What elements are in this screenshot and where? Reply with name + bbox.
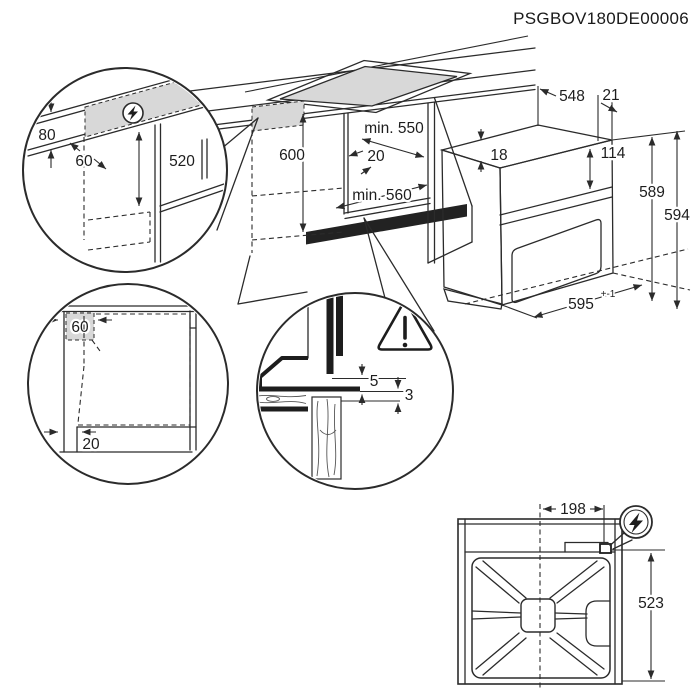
niche-depth-label: min. 550 bbox=[364, 120, 424, 137]
body-height-label: 589 bbox=[639, 184, 665, 201]
top-clearance-label: 18 bbox=[490, 147, 507, 164]
rear-gap-label: 20 bbox=[367, 148, 385, 165]
front-frame-label: 21 bbox=[602, 87, 619, 104]
connection-height-label: 523 bbox=[638, 595, 664, 612]
zone-offset-label: 60 bbox=[75, 153, 93, 170]
lightning-icon bbox=[629, 512, 643, 533]
terminal-box bbox=[599, 543, 612, 554]
connection-offset-label: 198 bbox=[560, 501, 586, 518]
top-gap-label: 5 bbox=[370, 373, 379, 390]
body-depth-label: 548 bbox=[559, 88, 585, 105]
oven-body bbox=[439, 124, 614, 310]
electrical-balloon bbox=[609, 505, 653, 550]
rear-dimensions: 198 523 bbox=[543, 499, 666, 682]
niche-height-label: 600 bbox=[279, 147, 305, 164]
detail-circle-electrical-zone: 80 60 520 bbox=[22, 67, 228, 273]
plinth-gap-strip bbox=[306, 204, 467, 245]
niche-dimensions: 600 min. 550 20 min. 560 bbox=[277, 114, 428, 232]
bottom-gap-label: 3 bbox=[405, 387, 414, 404]
detail-circle-door-gap: 5 3 bbox=[256, 292, 454, 490]
oven-width-tolerance: +-1 bbox=[601, 289, 616, 300]
corner-clearance-zone bbox=[65, 312, 95, 341]
panel-height-label: 114 bbox=[601, 145, 626, 162]
niche-width-label: min. 560 bbox=[352, 187, 412, 204]
wood-panel-vertical bbox=[311, 396, 342, 480]
oven-door-window bbox=[511, 218, 602, 304]
lightning-icon bbox=[127, 105, 138, 121]
oven-foot bbox=[443, 288, 503, 310]
oven-dimensions: 595 +-1 548 21 18 114 589 594 bbox=[464, 85, 693, 319]
wood-panel-horizontal bbox=[259, 394, 307, 404]
zone-drop-label: 520 bbox=[169, 153, 195, 170]
electrical-zone-front bbox=[251, 100, 305, 132]
title-leader-line bbox=[244, 35, 529, 93]
plinth-recess-label: 20 bbox=[82, 436, 100, 453]
detail-circle-side-view: 60 20 bbox=[27, 283, 229, 485]
detail-pointers bbox=[216, 117, 435, 332]
rear-panel-ribs bbox=[471, 560, 611, 676]
oven-dimension-view: 595 +-1 548 21 18 114 589 594 bbox=[439, 85, 693, 319]
electrical-icon bbox=[122, 102, 144, 124]
zone-height-label: 80 bbox=[38, 127, 56, 144]
worktop-assembly-view: 600 min. 550 20 min. 560 bbox=[189, 47, 536, 305]
overall-height-label: 594 bbox=[664, 207, 690, 224]
oven-width-label: 595 bbox=[568, 296, 594, 313]
oven-rear-view: 198 523 bbox=[457, 499, 666, 691]
diagram-code: PSGBOV180DE00006 bbox=[513, 9, 689, 28]
corner-clearance-label: 60 bbox=[71, 319, 89, 336]
hob-cutout bbox=[265, 59, 473, 114]
